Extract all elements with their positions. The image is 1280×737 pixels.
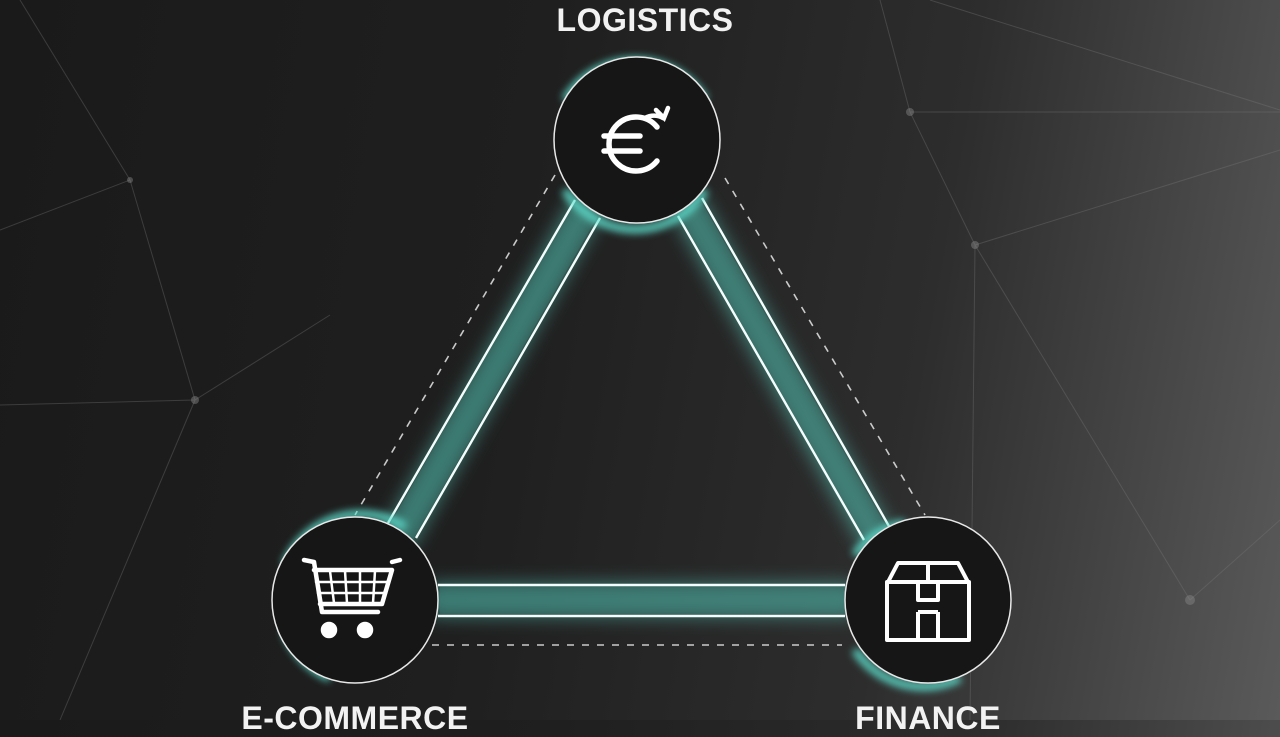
euro-refresh-icon: [601, 105, 671, 174]
background-network: [0, 0, 1280, 720]
node-ecommerce[interactable]: [271, 510, 439, 684]
dashed-outline: [354, 174, 926, 646]
background-network-nodes: [127, 108, 1195, 605]
node-logistics[interactable]: [553, 56, 721, 234]
node-finance[interactable]: [844, 516, 1012, 691]
triangle-glow: [383, 193, 892, 617]
triangle-band-fill: [387, 203, 888, 614]
label-logistics: LOGISTICS: [556, 2, 734, 38]
diagram-canvas: [0, 0, 1280, 720]
shopping-cart-icon: [301, 557, 403, 639]
package-box-icon: [885, 561, 971, 642]
triangle-edges: [386, 197, 892, 618]
label-finance: FINANCE: [855, 700, 1001, 736]
label-ecommerce: E-COMMERCE: [241, 700, 469, 736]
